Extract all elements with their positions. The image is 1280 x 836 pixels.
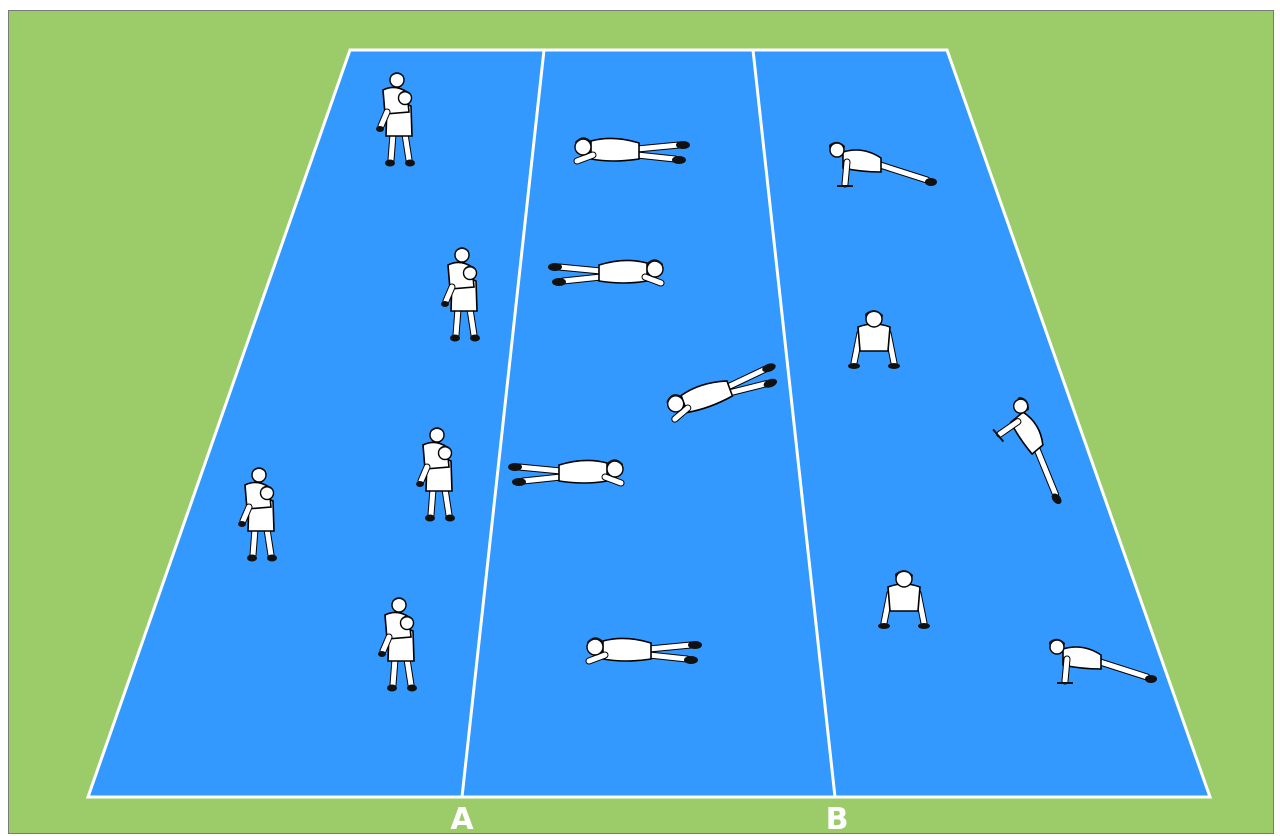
zone-label-b: B <box>826 802 849 834</box>
training-pitch: A B <box>9 11 1274 834</box>
zone-label-a: A <box>450 802 474 834</box>
diagram-frame: A B <box>8 10 1274 834</box>
